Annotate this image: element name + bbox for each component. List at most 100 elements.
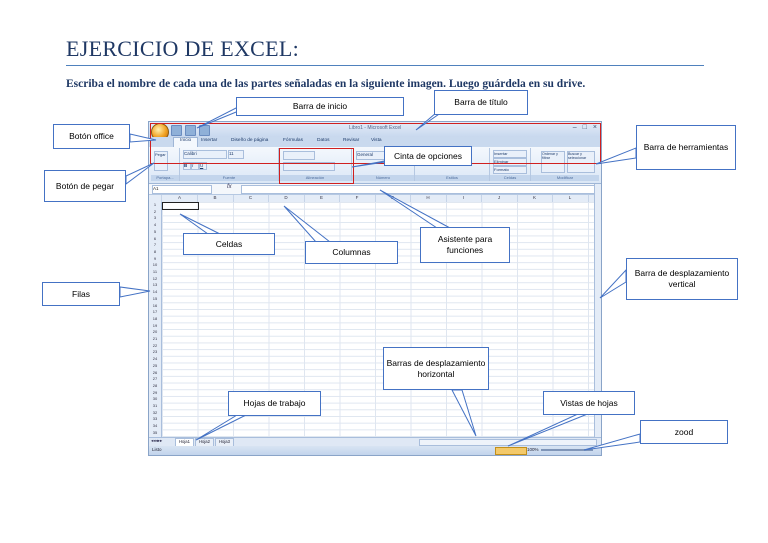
row-header[interactable]: 8 <box>153 248 157 254</box>
column-header[interactable]: A <box>162 195 198 202</box>
row-header[interactable]: 21 <box>152 336 158 341</box>
maximize-icon[interactable]: □ <box>582 124 587 131</box>
tab-inicio[interactable]: Inicio <box>173 137 199 147</box>
column-header[interactable]: I <box>446 195 482 202</box>
row-header[interactable]: 29 <box>152 389 158 395</box>
column-header[interactable]: E <box>304 195 340 202</box>
row-header[interactable]: 6 <box>153 235 157 241</box>
name-box[interactable]: A1 <box>152 185 212 194</box>
row-header[interactable]: 16 <box>152 302 158 308</box>
vertical-scrollbar[interactable] <box>594 184 601 437</box>
row-header[interactable]: 10 <box>152 262 158 268</box>
font-name-select[interactable]: Calibri <box>183 150 227 159</box>
row-header[interactable]: 13 <box>152 282 158 288</box>
row-header[interactable]: 35 <box>152 429 158 435</box>
row-header[interactable]: 7 <box>153 242 157 248</box>
column-header[interactable]: C <box>233 195 269 202</box>
arrow-vistas-hojas <box>507 412 591 447</box>
row-header[interactable]: 34 <box>152 423 158 429</box>
italic-icon[interactable]: I <box>191 162 199 170</box>
ribbon: Pegar Portapa... Calibri 11 B I U Fuente… <box>149 147 601 184</box>
fx-icon[interactable]: fx <box>227 184 232 190</box>
column-header[interactable]: F <box>340 195 376 202</box>
format-label: Formato <box>494 167 509 172</box>
quick-access-toolbar <box>171 125 223 136</box>
save-icon[interactable] <box>171 125 182 136</box>
zoom-slider[interactable] <box>541 449 593 451</box>
label-text: Asistente para funciones <box>437 234 493 255</box>
row-header[interactable]: 22 <box>152 342 158 348</box>
column-header[interactable]: K <box>517 195 553 202</box>
label-asistente: Asistente para funciones <box>420 227 510 263</box>
row-header[interactable]: 27 <box>152 376 158 382</box>
arrow-boton-pegar <box>125 162 155 185</box>
format-cells-button[interactable]: Formato <box>493 166 527 174</box>
row-header[interactable]: 25 <box>152 362 158 368</box>
row-header[interactable]: 18 <box>152 315 158 321</box>
underline-icon[interactable]: U <box>199 162 207 170</box>
row-header[interactable]: 14 <box>152 289 158 295</box>
delete-cells-button[interactable]: Eliminar <box>493 158 527 166</box>
select-all-corner[interactable] <box>149 195 162 202</box>
paste-label: Pegar <box>155 152 166 157</box>
row-header[interactable]: 17 <box>152 309 158 315</box>
minimize-icon[interactable]: – <box>572 124 577 131</box>
row-header[interactable]: 28 <box>152 382 158 388</box>
row-header[interactable]: 33 <box>152 416 158 422</box>
row-header[interactable]: 2 <box>153 208 157 214</box>
insert-label: Insertar <box>494 151 508 156</box>
label-desplazamiento-vertical: Barra de desplazamiento vertical <box>626 258 738 300</box>
row-header[interactable]: 19 <box>152 322 158 328</box>
row-header[interactable]: 5 <box>153 228 157 234</box>
group-label: Celdas <box>490 175 530 181</box>
row-header[interactable]: 31 <box>152 403 158 408</box>
active-cell[interactable] <box>162 202 199 210</box>
font-size-select[interactable]: 11 <box>228 150 244 159</box>
row-header[interactable]: 24 <box>152 356 158 362</box>
column-header[interactable]: J <box>482 195 518 202</box>
group-label: Estilos <box>415 175 489 181</box>
alignment-highlight <box>279 148 354 184</box>
column-header[interactable]: L <box>553 195 589 202</box>
row-header[interactable]: 15 <box>152 295 158 301</box>
redo-icon[interactable] <box>199 125 210 136</box>
row-header[interactable]: 9 <box>153 255 157 261</box>
arrow-hojas-trabajo <box>195 411 253 441</box>
close-icon[interactable]: × <box>592 124 597 131</box>
label-text: Botón de pegar <box>55 180 115 191</box>
align-center-icon[interactable] <box>283 162 335 171</box>
column-header[interactable]: H <box>411 195 447 202</box>
undo-icon[interactable] <box>185 125 196 136</box>
align-top-icon[interactable] <box>283 151 315 160</box>
group-modificar: Ordenar y filtrar Buscar y seleccionar M… <box>531 148 599 181</box>
row-header[interactable]: 1 <box>153 202 157 207</box>
row-header[interactable]: 4 <box>153 222 157 228</box>
find-select-button[interactable]: Buscar y seleccionar <box>567 151 595 173</box>
label-boton-pegar: Botón de pegar <box>44 170 126 202</box>
view-buttons[interactable] <box>495 447 527 455</box>
row-header[interactable]: 3 <box>153 215 157 221</box>
row-header[interactable]: 26 <box>152 369 158 375</box>
tab-insertar[interactable]: Insertar <box>201 138 218 143</box>
bold-icon[interactable]: B <box>183 162 191 170</box>
row-header[interactable]: 32 <box>152 409 158 415</box>
tab-datos[interactable]: Datos <box>317 138 330 143</box>
column-header[interactable]: B <box>198 195 234 202</box>
row-header[interactable]: 11 <box>152 269 158 274</box>
sheet-nav-icon[interactable]: ◂◂◂▸▸ <box>151 438 163 443</box>
row-header[interactable]: 20 <box>152 329 158 335</box>
row-header[interactable]: 30 <box>152 396 158 402</box>
insert-cells-button[interactable]: Insertar <box>493 150 527 158</box>
tab-vista[interactable]: Vista <box>371 138 382 143</box>
group-label: Modificar <box>531 175 599 181</box>
row-header[interactable]: 12 <box>152 275 158 281</box>
sort-filter-button[interactable]: Ordenar y filtrar <box>541 151 565 173</box>
tab-formulas[interactable]: Fórmulas <box>283 138 303 143</box>
tab-diseno[interactable]: Diseño de página <box>231 138 269 143</box>
row-header[interactable]: 23 <box>152 349 158 355</box>
label-filas: Filas <box>42 282 120 306</box>
tab-revisar[interactable]: Revisar <box>343 138 360 143</box>
paste-button[interactable]: Pegar <box>154 151 168 171</box>
column-header[interactable]: D <box>269 195 305 202</box>
